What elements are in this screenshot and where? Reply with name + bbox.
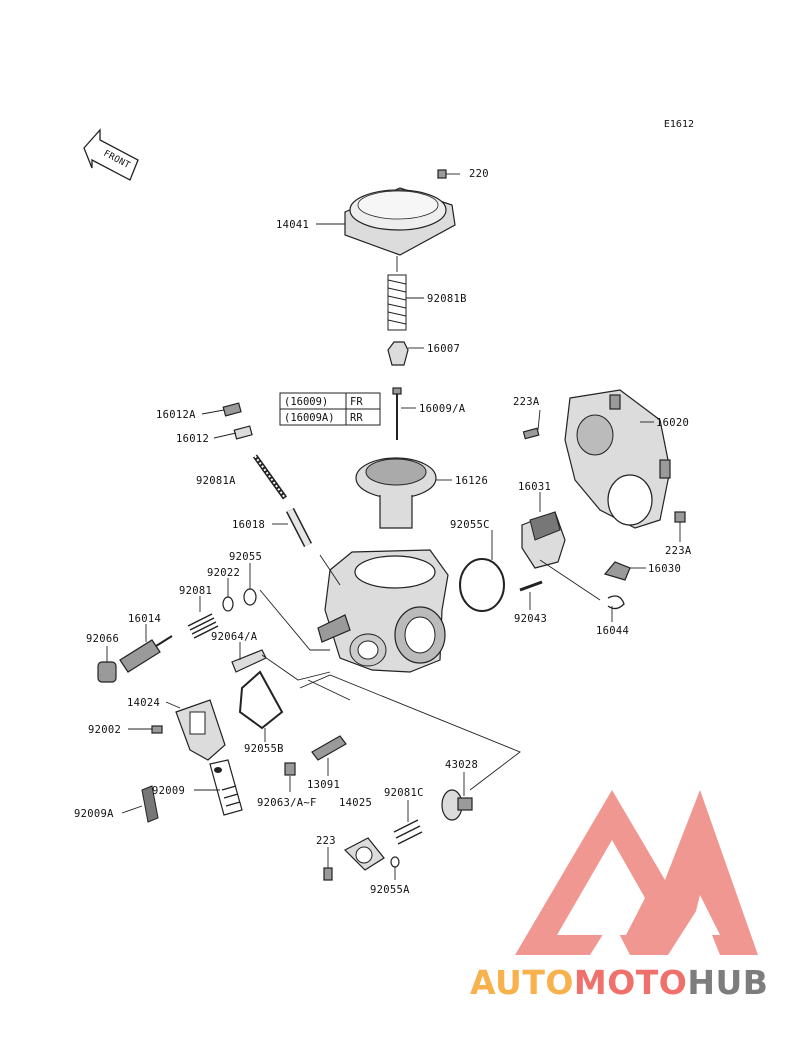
- pin-92043: [519, 580, 543, 592]
- label-223: 223: [316, 835, 336, 847]
- watermark-text: AUTOMOTOHUB: [470, 963, 768, 1002]
- label-92055c: 92055C: [450, 519, 490, 531]
- label-13091: 13091: [307, 779, 340, 791]
- part-16018: [285, 507, 313, 548]
- label-92081c: 92081C: [384, 787, 424, 799]
- table-row-2-part: (16009A): [284, 412, 335, 424]
- carburetor-body: [317, 549, 449, 673]
- cover-14025: [343, 837, 385, 871]
- carburetor-top-cover: [344, 187, 456, 256]
- label-16018: 16018: [232, 519, 265, 531]
- label-16020: 16020: [656, 417, 689, 429]
- table-row-1-part: (16009): [284, 396, 328, 408]
- part-16012: [233, 425, 253, 440]
- variant-table: (16009) FR (16009A) RR: [279, 392, 381, 426]
- table-row-1-position: FR: [350, 396, 363, 408]
- label-92055b: 92055B: [244, 743, 284, 755]
- label-16012a: 16012A: [156, 409, 196, 421]
- o-ring-92055a: [390, 856, 400, 868]
- label-223a-bottom: 223A: [665, 545, 692, 557]
- label-92081b: 92081B: [427, 293, 467, 305]
- label-16014: 16014: [128, 613, 161, 625]
- label-92064a: 92064/A: [211, 631, 258, 643]
- label-14024: 14024: [127, 697, 160, 709]
- watermark-part-hub: HUB: [687, 963, 769, 1002]
- label-92063: 92063/A~F: [257, 797, 317, 809]
- label-14041: 14041: [276, 219, 309, 231]
- label-92055: 92055: [229, 551, 262, 563]
- label-223a-top: 223A: [513, 396, 540, 408]
- vacuum-piston-16126: [355, 457, 437, 529]
- spring-92081a: [252, 454, 288, 500]
- cap-92066: [97, 661, 117, 683]
- part-92063: [284, 762, 296, 776]
- part-92009: [209, 759, 243, 816]
- front-arrow-icon: FRONT: [83, 128, 139, 181]
- jet-needle-16009: [392, 387, 402, 440]
- label-16012: 16012: [176, 433, 209, 445]
- part-43028: [441, 789, 473, 821]
- carburetor-side-housing-16020: [564, 389, 671, 529]
- part-13091: [311, 735, 347, 761]
- watermark-part-moto: MOTO: [573, 963, 688, 1002]
- needle-holder-16007: [387, 341, 409, 366]
- label-92055a: 92055A: [370, 884, 410, 896]
- label-16044: 16044: [596, 625, 629, 637]
- label-92081a: 92081A: [196, 475, 236, 487]
- diagram-code: E1612: [663, 119, 694, 130]
- fitting-92064a: [231, 649, 267, 673]
- screw-223: [323, 867, 333, 881]
- label-16030: 16030: [648, 563, 681, 575]
- label-16009a: 16009/A: [419, 403, 466, 415]
- label-92022: 92022: [207, 567, 240, 579]
- label-92043: 92043: [514, 613, 547, 625]
- pilot-screw-16014: [119, 635, 173, 673]
- label-92081: 92081: [179, 585, 212, 597]
- label-43028: 43028: [445, 759, 478, 771]
- label-14025: 14025: [339, 797, 372, 809]
- spring-92081b: [387, 274, 407, 331]
- part-16012a: [222, 402, 242, 417]
- screw-223a-bottom: [674, 511, 686, 523]
- screw-92002: [151, 725, 163, 734]
- label-92009a: 92009A: [74, 808, 114, 820]
- watermark-part-auto: AUTO: [470, 963, 574, 1002]
- assembly-guide-lines: [259, 256, 601, 791]
- label-16007: 16007: [427, 343, 460, 355]
- label-92009: 92009: [152, 785, 185, 797]
- label-16126: 16126: [455, 475, 488, 487]
- o-ring-92055: [243, 588, 257, 606]
- label-16031: 16031: [518, 481, 551, 493]
- o-ring-92055c: [459, 558, 505, 612]
- holder-14024: [175, 699, 226, 761]
- watermark-logo: [515, 790, 758, 955]
- table-row-2-position: RR: [350, 412, 363, 424]
- label-92066: 92066: [86, 633, 119, 645]
- leader-lines: [106, 223, 681, 880]
- screw-220: [437, 169, 460, 179]
- label-92002: 92002: [88, 724, 121, 736]
- spring-92081: [187, 613, 219, 639]
- washer-92022: [222, 596, 234, 612]
- part-16030: [603, 561, 631, 581]
- clip-16044: [607, 595, 625, 610]
- cover-16031: [521, 511, 566, 569]
- label-220: 220: [469, 168, 489, 180]
- screw-223a-top: [522, 427, 540, 440]
- part-92009a: [141, 785, 159, 823]
- gasket-92055b: [238, 670, 284, 730]
- spring-92081c: [393, 819, 423, 845]
